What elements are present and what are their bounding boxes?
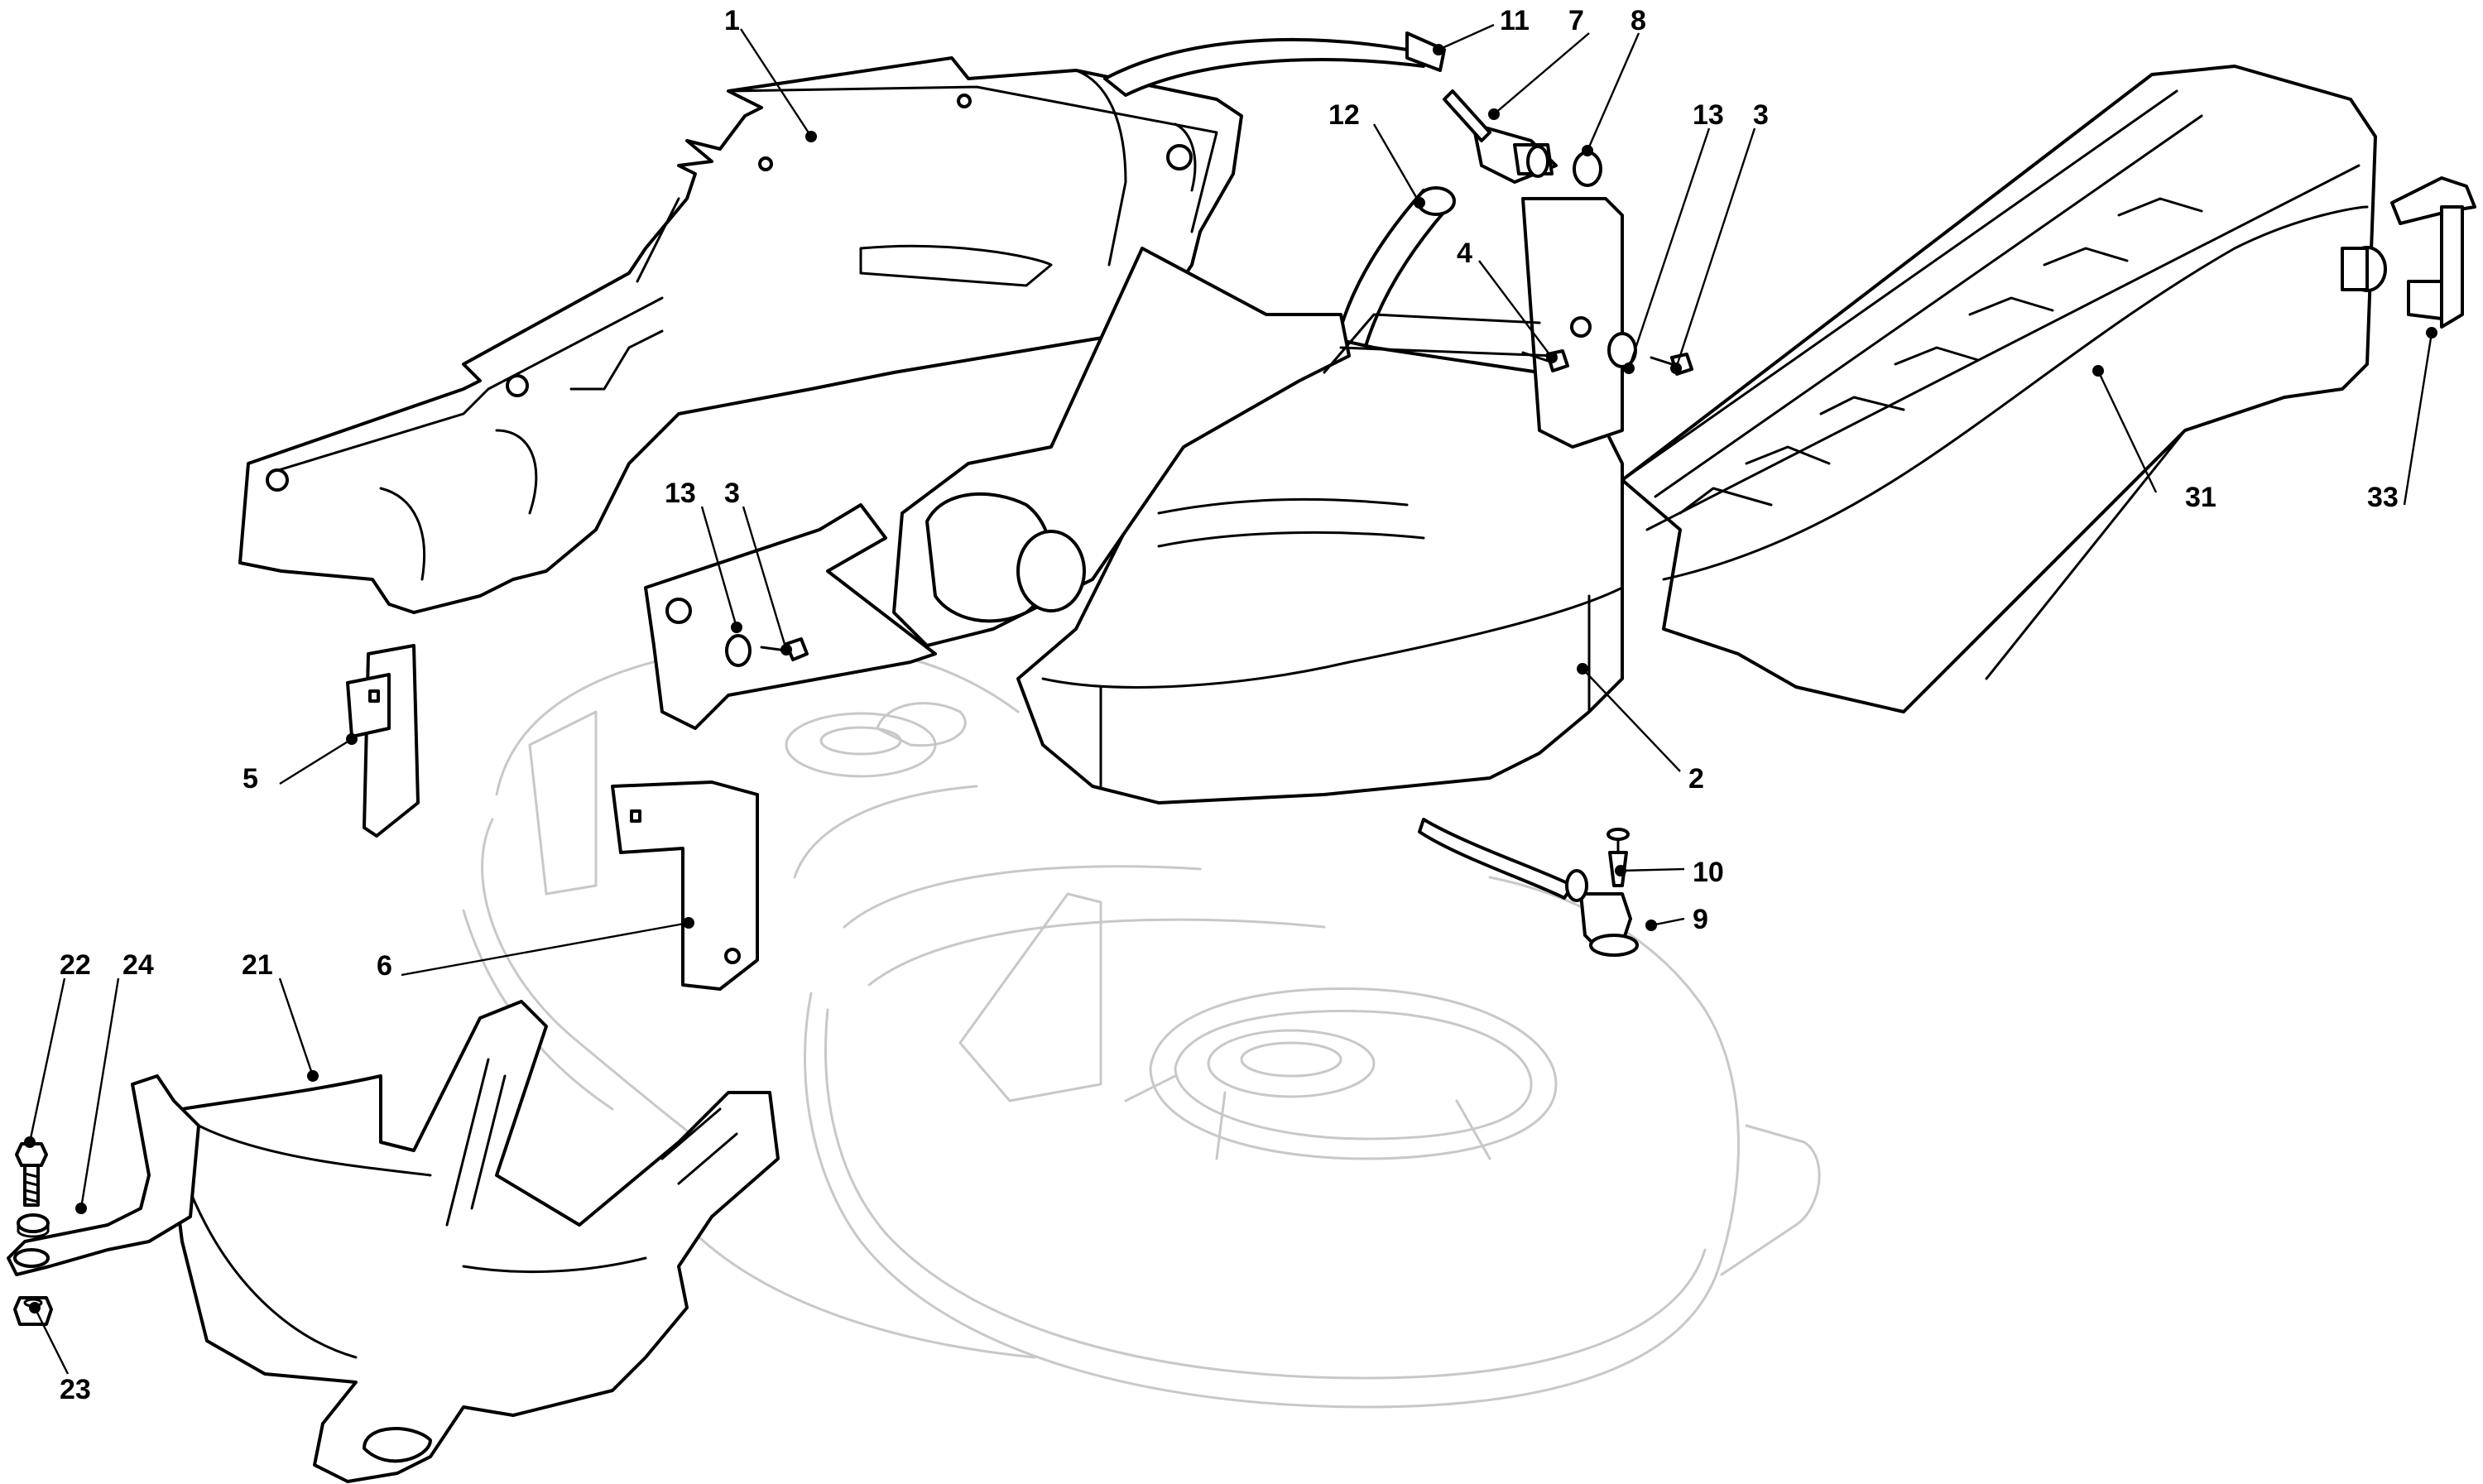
callout-4: 4	[1457, 238, 1472, 269]
callout-24: 24	[122, 949, 154, 981]
washer-13a	[725, 634, 752, 667]
callout-31: 31	[2185, 482, 2216, 513]
part-10-push-rivet	[1607, 828, 1630, 887]
screw-3a	[760, 637, 809, 661]
callout-8: 8	[1631, 5, 1646, 36]
callout-5: 5	[243, 763, 258, 795]
callout-labels: 1 11 7 8 12 13 3 4 13 3 31 33 2 5 6 10 9…	[60, 5, 2399, 1405]
callout-2: 2	[1688, 763, 1704, 795]
part-31-discharge-chute	[1621, 65, 2377, 713]
part-22-bolt	[15, 1142, 48, 1207]
callout-10: 10	[1693, 857, 1724, 888]
callout-21: 21	[242, 949, 273, 981]
callout-1: 1	[724, 5, 740, 36]
callout-33: 33	[2367, 482, 2399, 513]
callout-12: 12	[1328, 99, 1360, 131]
callout-23: 23	[60, 1374, 91, 1405]
callout-13-left: 13	[665, 478, 696, 509]
part-21-rear-shield	[7, 1000, 780, 1483]
callout-dots	[24, 44, 2437, 1314]
callout-22: 22	[60, 949, 91, 981]
part-8-clip	[1573, 151, 1602, 187]
part-5-plate	[346, 644, 420, 838]
callout-9: 9	[1693, 904, 1708, 935]
leader-lines	[28, 23, 2433, 1375]
callout-3-left: 3	[724, 478, 740, 509]
part-9-hose-end	[1418, 818, 1639, 957]
part-12-hose	[1103, 31, 1456, 382]
part-24-washer	[17, 1213, 50, 1238]
part-6-bracket	[611, 780, 759, 991]
part-7-fitting	[1443, 89, 1558, 184]
callout-13-right: 13	[1693, 99, 1724, 131]
callout-7: 7	[1568, 5, 1584, 36]
part-33-bracket	[2341, 176, 2476, 329]
part-mount-bracket-left	[644, 503, 937, 730]
callout-3-right: 3	[1753, 99, 1769, 131]
part-1-top-frame	[238, 56, 1243, 614]
part-2-collector-body	[892, 197, 1624, 804]
callout-6: 6	[377, 950, 392, 982]
callout-11: 11	[1500, 5, 1530, 36]
